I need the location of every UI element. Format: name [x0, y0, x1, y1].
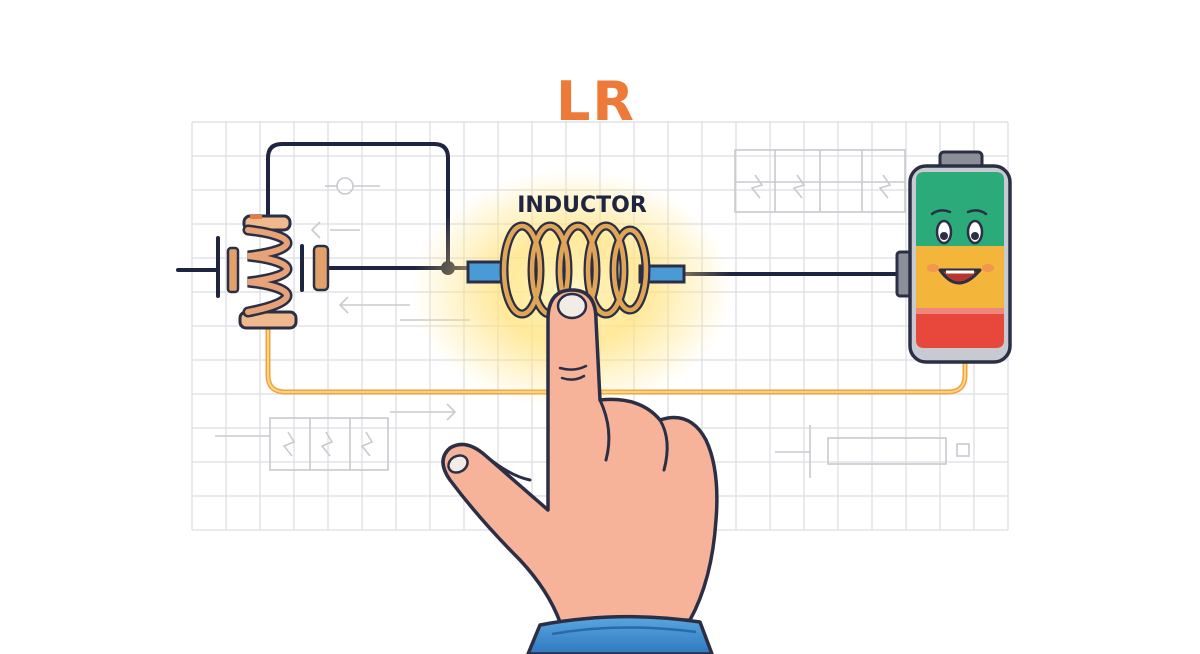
capacitor-plates-icon [216, 236, 330, 298]
diagram-title: LR [556, 70, 636, 133]
inductor-label: INDUCTOR [517, 193, 647, 218]
battery-icon [895, 150, 1012, 364]
battery-face [927, 209, 994, 285]
resistor-icon [238, 214, 298, 330]
pointing-hand-icon [441, 288, 719, 654]
sleeve [526, 614, 714, 654]
inductor-coil-icon [466, 221, 686, 319]
faint-schematic-icons [215, 149, 970, 478]
